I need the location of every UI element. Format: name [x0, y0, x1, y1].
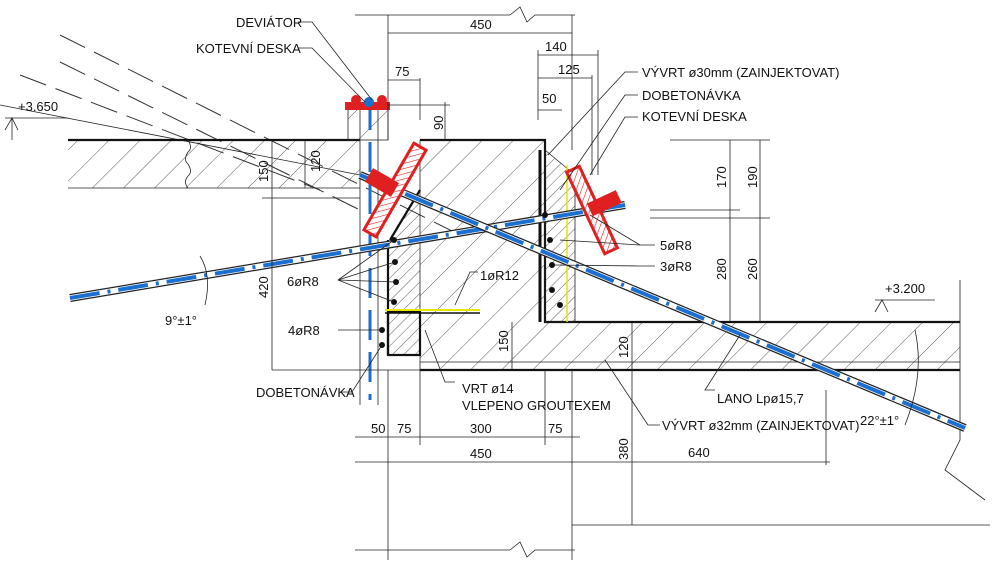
- leader-lines: [298, 21, 741, 426]
- label-rebar-3: 3øR8: [660, 259, 692, 274]
- annotations: DEVIÁTOR KOTEVNÍ DESKA VÝVRT ø30mm (ZAIN…: [165, 15, 899, 433]
- anchor-plate-right: [564, 164, 622, 256]
- dim-125: 125: [558, 62, 580, 77]
- dim-bottom-75b: 75: [548, 421, 562, 436]
- label-infill-bottom: DOBETONÁVKA: [256, 385, 355, 400]
- dim-280: 280: [714, 258, 729, 280]
- dim-260: 260: [745, 258, 760, 280]
- dimension-lines: [199, 6, 990, 560]
- dim-bottom-75a: 75: [397, 421, 411, 436]
- tendon-left: [69, 201, 626, 302]
- label-anchor-plate-left: KOTEVNÍ DESKA: [196, 41, 301, 56]
- label-angle-left: 9°±1°: [165, 313, 197, 328]
- level-top-label: +3.650: [18, 99, 58, 114]
- level-bottom-label: +3.200: [885, 281, 925, 296]
- right-wall-edge: [944, 280, 986, 501]
- dim-bottom-450: 450: [470, 446, 492, 461]
- label-angle-right: 22°±1°: [860, 413, 899, 428]
- label-infill-top: DOBETONÁVKA: [642, 88, 741, 103]
- label-drill-32: VÝVRT ø32mm (ZAINJEKTOVAT): [662, 418, 859, 433]
- infill-left: [386, 189, 422, 357]
- dim-190: 190: [745, 166, 760, 188]
- left-slab: [68, 138, 360, 189]
- deviator-anchor-icon: [345, 95, 390, 110]
- dim-150-left: 150: [256, 160, 271, 182]
- label-deviator: DEVIÁTOR: [236, 15, 302, 30]
- dim-50-top: 50: [542, 91, 556, 106]
- tendon-right: [358, 171, 967, 432]
- label-rebar-5: 5øR8: [660, 238, 692, 253]
- dim-bottom-50: 50: [371, 421, 385, 436]
- label-glued: VLEPENO GROUTEXEM: [462, 398, 611, 413]
- label-rebar-6: 6øR8: [287, 274, 319, 289]
- label-anchor-plate-right: KOTEVNÍ DESKA: [642, 109, 747, 124]
- label-rebar-1: 1øR12: [480, 268, 519, 283]
- dim-150-mid: 150: [496, 330, 511, 352]
- dim-380: 380: [616, 438, 631, 460]
- dim-top-450: 450: [470, 17, 492, 32]
- deviator-block: [347, 107, 389, 141]
- dim-120-left: 120: [308, 150, 323, 172]
- dim-170: 170: [714, 166, 729, 188]
- dimension-texts: 450 140 125 50 75 90 150 120 170 190 280…: [256, 17, 760, 461]
- dim-420: 420: [256, 276, 271, 298]
- dim-bottom-300: 300: [470, 421, 492, 436]
- dim-120-mid: 120: [616, 336, 631, 358]
- level-mark-top: +3.650: [4, 99, 68, 140]
- label-cable: LANO Lpø15,7: [717, 391, 804, 406]
- label-drill-30: VÝVRT ø30mm (ZAINJEKTOVAT): [642, 65, 839, 80]
- anchor-plate-left: [361, 141, 429, 239]
- label-rebar-4: 4øR8: [288, 323, 320, 338]
- dim-90: 90: [431, 116, 446, 130]
- level-mark-bottom: +3.200: [874, 281, 935, 313]
- dim-640: 640: [688, 445, 710, 460]
- label-drill-14: VRT ø14: [462, 381, 514, 396]
- dim-140: 140: [545, 39, 567, 54]
- dim-75-top: 75: [395, 64, 409, 79]
